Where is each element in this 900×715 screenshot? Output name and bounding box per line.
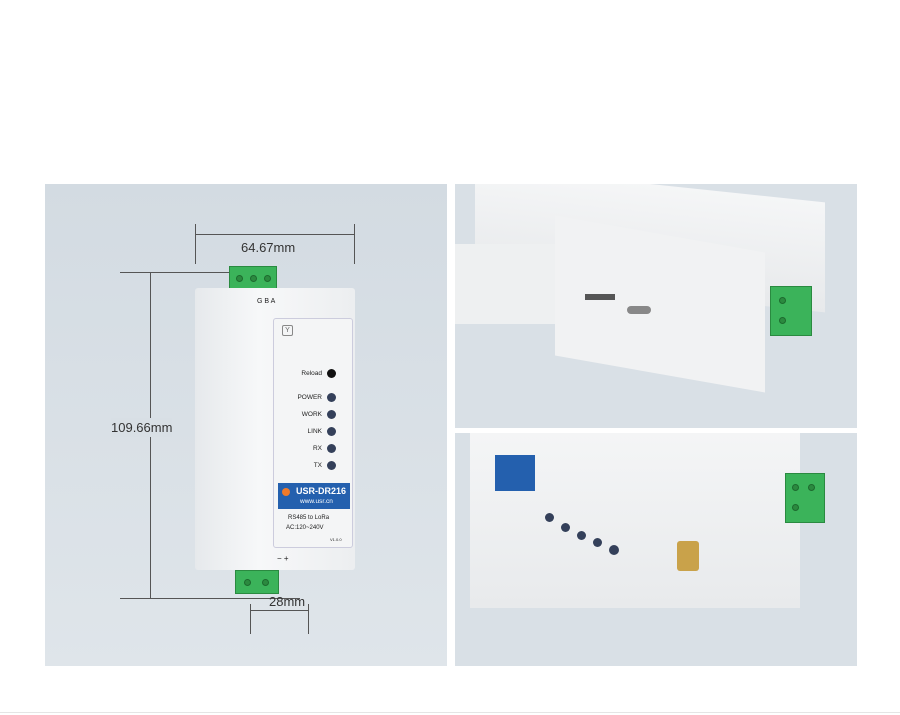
terminal-bottom-labels: − + <box>277 554 289 563</box>
led-indicator <box>609 545 619 555</box>
height-dimension: 109.66mm <box>111 418 173 437</box>
led-label: RX <box>312 445 322 452</box>
power-spec: AC:120~240V <box>286 525 324 531</box>
dim-tick <box>120 598 300 599</box>
brand-name: USR-DR216 <box>296 486 347 496</box>
usb-c-port <box>627 306 651 314</box>
led-label: WORK <box>301 411 322 418</box>
led-indicator <box>545 513 554 522</box>
brand-label-angled <box>495 455 535 491</box>
antenna-connector <box>677 541 699 571</box>
led-indicator <box>327 393 336 402</box>
width-dimension-line <box>195 234 355 235</box>
led-indicator <box>327 427 336 436</box>
angled-front-photo <box>455 433 857 666</box>
dim-tick <box>250 604 251 634</box>
led-rx: RX <box>313 444 336 453</box>
led-power: POWER <box>297 393 336 402</box>
reload-button-row[interactable]: Reload <box>301 369 336 378</box>
logo-icon <box>282 488 290 496</box>
terminal-block <box>785 473 825 523</box>
led-indicator <box>327 461 336 470</box>
dim-tick <box>120 272 230 273</box>
version: V1.0.0 <box>330 537 342 542</box>
terminal-block <box>770 286 812 336</box>
sim-slot <box>585 294 615 300</box>
led-indicator <box>327 444 336 453</box>
led-tx: TX <box>314 461 336 470</box>
depth-dimension-line <box>250 610 308 611</box>
dim-tick <box>195 224 196 264</box>
front-panel: Y Reload POWER WORK LINK RX TX USR-DR216… <box>273 318 353 548</box>
led-indicator <box>561 523 570 532</box>
top-terminal-block <box>229 266 277 290</box>
reload-label: Reload <box>301 370 322 377</box>
depth-dimension: 28mm <box>269 594 306 609</box>
led-label: TX <box>313 462 322 469</box>
led-work: WORK <box>302 410 336 419</box>
led-link: LINK <box>308 427 336 436</box>
antenna-icon: Y <box>282 325 293 336</box>
brand-label: USR-DR216 www.usr.cn <box>278 483 350 509</box>
dim-tick <box>308 604 309 634</box>
reload-button[interactable] <box>327 369 336 378</box>
description: RS485 to LoRa <box>288 515 330 521</box>
device-side <box>455 244 565 324</box>
front-view-photo: 64.67mm 109.66mm 28mm G B A Y Reload POW… <box>45 184 447 666</box>
led-indicator <box>577 531 586 540</box>
divider <box>0 712 900 713</box>
led-label: LINK <box>307 428 322 435</box>
led-indicator <box>327 410 336 419</box>
side-detail-photo <box>455 184 857 428</box>
led-label: POWER <box>297 394 322 401</box>
dim-tick <box>354 224 355 264</box>
brand-url: www.usr.cn <box>300 498 333 505</box>
width-dimension: 64.67mm <box>241 240 296 255</box>
led-indicator <box>593 538 602 547</box>
bottom-terminal-block <box>235 570 279 594</box>
terminal-top-labels: G B A <box>257 298 276 305</box>
